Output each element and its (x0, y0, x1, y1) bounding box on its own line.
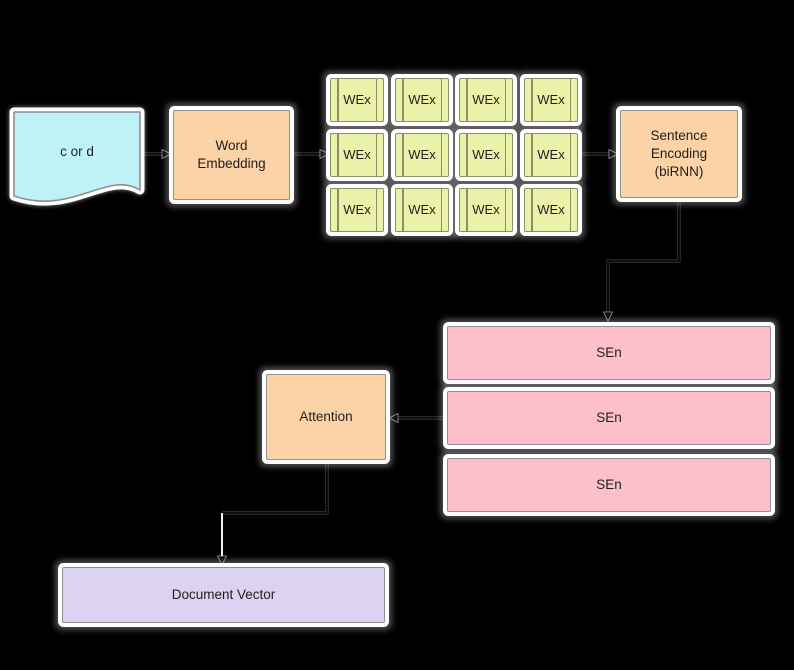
wex-cell: WEx (395, 78, 449, 122)
document-vector-node: Document Vector (62, 567, 385, 623)
sen-label: SEn (596, 409, 622, 425)
wex-cell: WEx (459, 188, 513, 232)
arrowhead-right-icon (161, 148, 172, 160)
wex-cell: WEx (395, 133, 449, 177)
wex-label: WEx (343, 92, 371, 108)
wex-cell: WEx (395, 188, 449, 232)
wex-cell: WEx (459, 133, 513, 177)
arrowhead-left-icon (388, 412, 399, 424)
wex-label: WEx (537, 147, 565, 163)
attention-label: Attention (299, 408, 353, 424)
wex-label: WEx (343, 147, 371, 163)
wex-label: WEx (537, 92, 565, 108)
wex-cell: WEx (330, 133, 384, 177)
word-embedding-label: Word Embedding (197, 137, 266, 171)
wex-cell: WEx (524, 133, 578, 177)
sen-label: SEn (596, 476, 622, 492)
edge-attention-to-docvector-a (222, 461, 328, 514)
wex-cell: WEx (330, 78, 384, 122)
wex-label: WEx (343, 202, 371, 218)
sen-bar: SEn (447, 391, 771, 445)
word-embedding-node: Word Embedding (173, 110, 290, 200)
input-document-text: c or d (60, 143, 94, 159)
wex-label: WEx (537, 202, 565, 218)
wex-cell: WEx (524, 78, 578, 122)
sen-bar: SEn (447, 458, 771, 512)
document-vector-label: Document Vector (171, 586, 276, 602)
sen-bar: SEn (447, 326, 771, 380)
wex-label: WEx (472, 92, 500, 108)
input-document-shape (9, 107, 145, 206)
wex-label: WEx (408, 202, 436, 218)
input-document-label: c or d (14, 112, 140, 190)
arrowhead-right-icon (608, 148, 619, 160)
wex-label: WEx (472, 147, 500, 163)
edge-sentenceencoding-to-sen (607, 200, 680, 313)
arrowhead-down-icon (602, 311, 614, 322)
arrowhead-right-icon (319, 148, 330, 160)
wex-cell: WEx (330, 188, 384, 232)
wex-label: WEx (472, 202, 500, 218)
arrowhead-down-icon (216, 555, 228, 566)
wex-label: WEx (408, 92, 436, 108)
sentence-encoding-node: Sentence Encoding (biRNN) (620, 110, 738, 198)
wex-cell: WEx (459, 78, 513, 122)
wex-label: WEx (408, 147, 436, 163)
sen-label: SEn (596, 344, 622, 360)
wex-cell: WEx (524, 188, 578, 232)
sentence-encoding-label: Sentence Encoding (biRNN) (650, 127, 708, 180)
attention-node: Attention (266, 374, 386, 460)
